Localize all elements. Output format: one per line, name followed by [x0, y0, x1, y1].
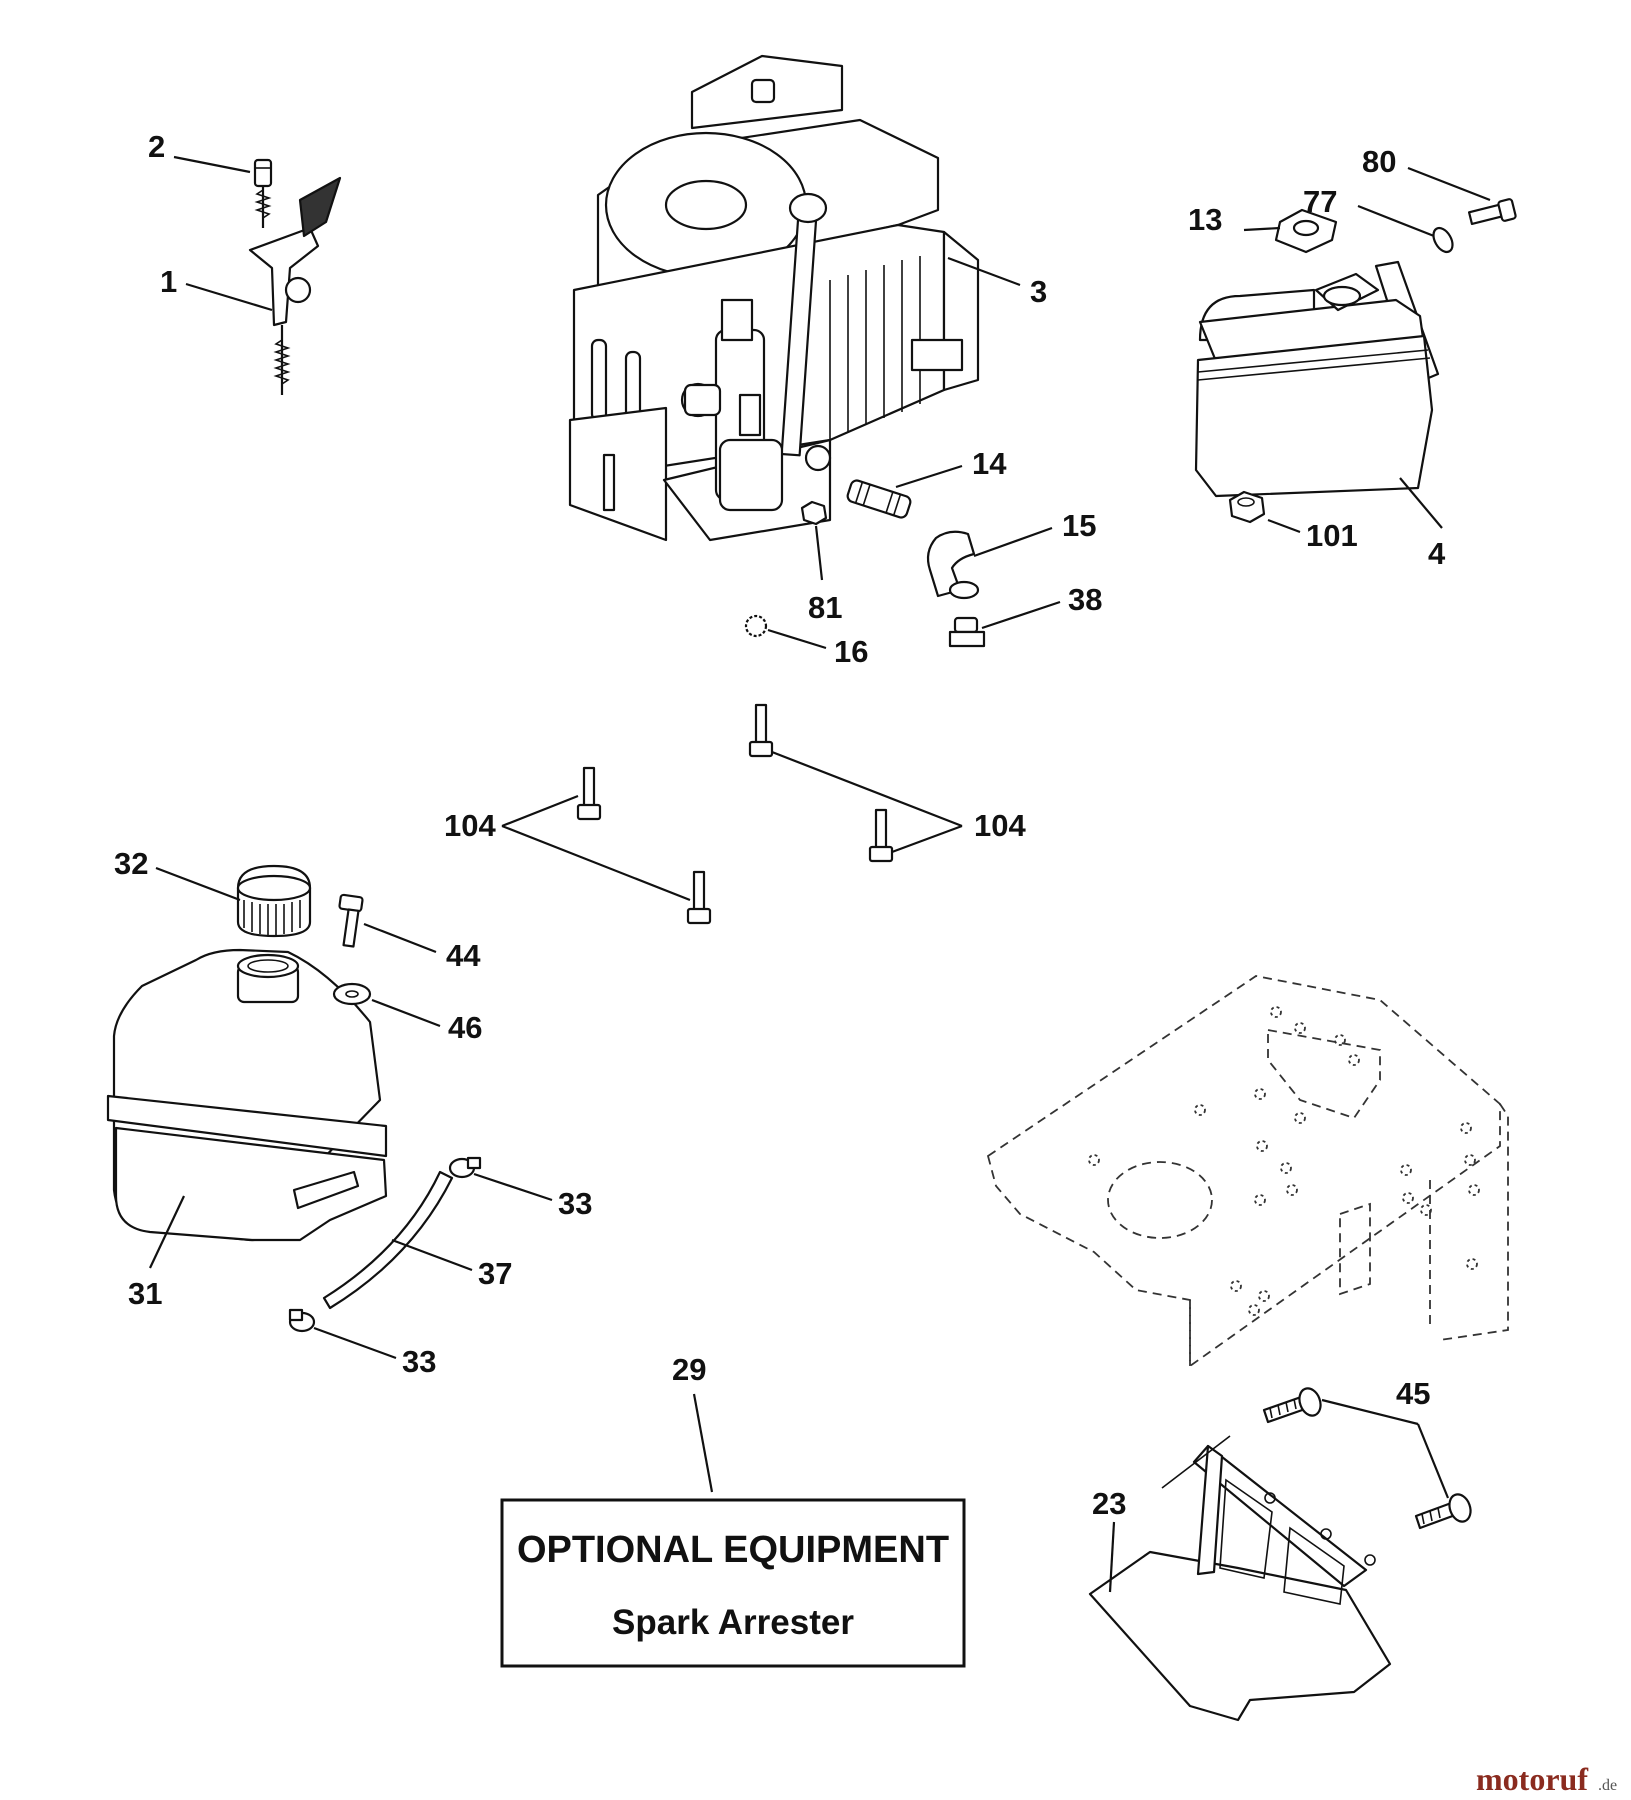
- label-part-44: 44: [446, 938, 481, 973]
- exhaust-gasket: [1274, 208, 1338, 254]
- nut-81: [800, 500, 828, 526]
- label-part-80: 80: [1362, 144, 1396, 179]
- screw-45-lower: [1414, 1493, 1472, 1530]
- fuel-tank: [106, 948, 388, 1242]
- watermark-tld: .de: [1598, 1777, 1617, 1794]
- pipe-elbow: [926, 530, 980, 600]
- label-part-14: 14: [972, 446, 1007, 481]
- optional-equipment-subtitle: Spark Arrester: [612, 1603, 854, 1642]
- optional-equipment-title: OPTIONAL EQUIPMENT: [517, 1529, 949, 1571]
- label-part-3: 3: [1030, 274, 1047, 309]
- label-part-38: 38: [1068, 582, 1102, 617]
- label-part-23: 23: [1092, 1486, 1126, 1521]
- washer-77: [1432, 226, 1454, 254]
- watermark-logo: motoruf .de: [1476, 1761, 1617, 1797]
- optional-equipment-box: OPTIONAL EQUIPMENT Spark Arrester: [500, 1498, 966, 1668]
- screw-45-upper: [1262, 1387, 1322, 1424]
- bolt-80: [1467, 198, 1517, 226]
- label-part-32: 32: [114, 846, 148, 881]
- washer-46: [332, 982, 372, 1006]
- pipe-nipple: [846, 479, 912, 519]
- frame-reference-outline: [986, 975, 1509, 1368]
- label-part-2: 2: [148, 129, 165, 164]
- label-part-46: 46: [448, 1010, 482, 1045]
- hose-clamp-lower: [288, 1308, 316, 1333]
- label-part-104-left: 104: [444, 808, 496, 843]
- label-part-31: 31: [128, 1276, 162, 1311]
- label-part-104-right: 104: [974, 808, 1026, 843]
- label-part-37: 37: [478, 1256, 512, 1291]
- label-part-45: 45: [1396, 1376, 1430, 1411]
- fuel-line-37: [322, 1170, 454, 1310]
- heat-shield-bracket: [1088, 1435, 1392, 1722]
- label-part-13: 13: [1188, 202, 1222, 237]
- fuel-cap: [236, 864, 312, 938]
- engine-illustration: [568, 54, 980, 542]
- muffler: [1194, 260, 1440, 498]
- label-part-101: 101: [1306, 518, 1358, 553]
- nut-101: [1228, 490, 1266, 524]
- label-part-33-lower: 33: [402, 1344, 436, 1379]
- watermark-brand: motoruf: [1476, 1761, 1588, 1797]
- hose-clamp-upper: [448, 1156, 482, 1179]
- pipe-plug-38: [948, 616, 986, 648]
- label-part-1: 1: [160, 264, 177, 299]
- throttle-control: [248, 158, 342, 395]
- label-part-29: 29: [672, 1352, 706, 1387]
- label-part-15: 15: [1062, 508, 1096, 543]
- lock-washer-16: [744, 614, 768, 638]
- label-part-81: 81: [808, 590, 842, 625]
- label-part-77: 77: [1303, 184, 1337, 219]
- screw-44: [338, 893, 364, 948]
- engine-mount-bolts: [576, 703, 894, 925]
- label-part-4: 4: [1428, 536, 1446, 571]
- label-part-33-upper: 33: [558, 1186, 592, 1221]
- label-part-16: 16: [834, 634, 868, 669]
